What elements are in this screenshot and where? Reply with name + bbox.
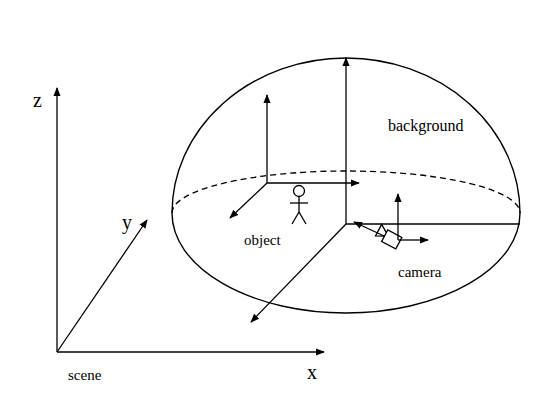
camera-symbol [375, 224, 403, 249]
background-y-axis [346, 223, 520, 224]
axis-letter: x [307, 362, 317, 382]
scene-z-axis [56, 88, 57, 352]
background-dome: background [170, 56, 522, 316]
camera-x-axis [398, 239, 428, 240]
background-z-axis [345, 58, 346, 224]
object-y-axis [230, 183, 267, 218]
dome-line [172, 58, 520, 313]
object-z-axis [266, 95, 267, 183]
frame-label: scene [68, 368, 101, 383]
camera-z-axis [397, 194, 398, 240]
part-label: camera [398, 265, 441, 280]
dome-outline [170, 56, 522, 316]
axis-letter: y [122, 212, 132, 232]
region-label: background [388, 118, 464, 134]
axis-letter: z [33, 90, 42, 110]
object-x-axis [267, 182, 359, 183]
scene-y-axis [57, 220, 147, 352]
scene-x-axis [57, 351, 324, 352]
stick-figure [290, 186, 308, 225]
part-label: object [244, 233, 281, 248]
